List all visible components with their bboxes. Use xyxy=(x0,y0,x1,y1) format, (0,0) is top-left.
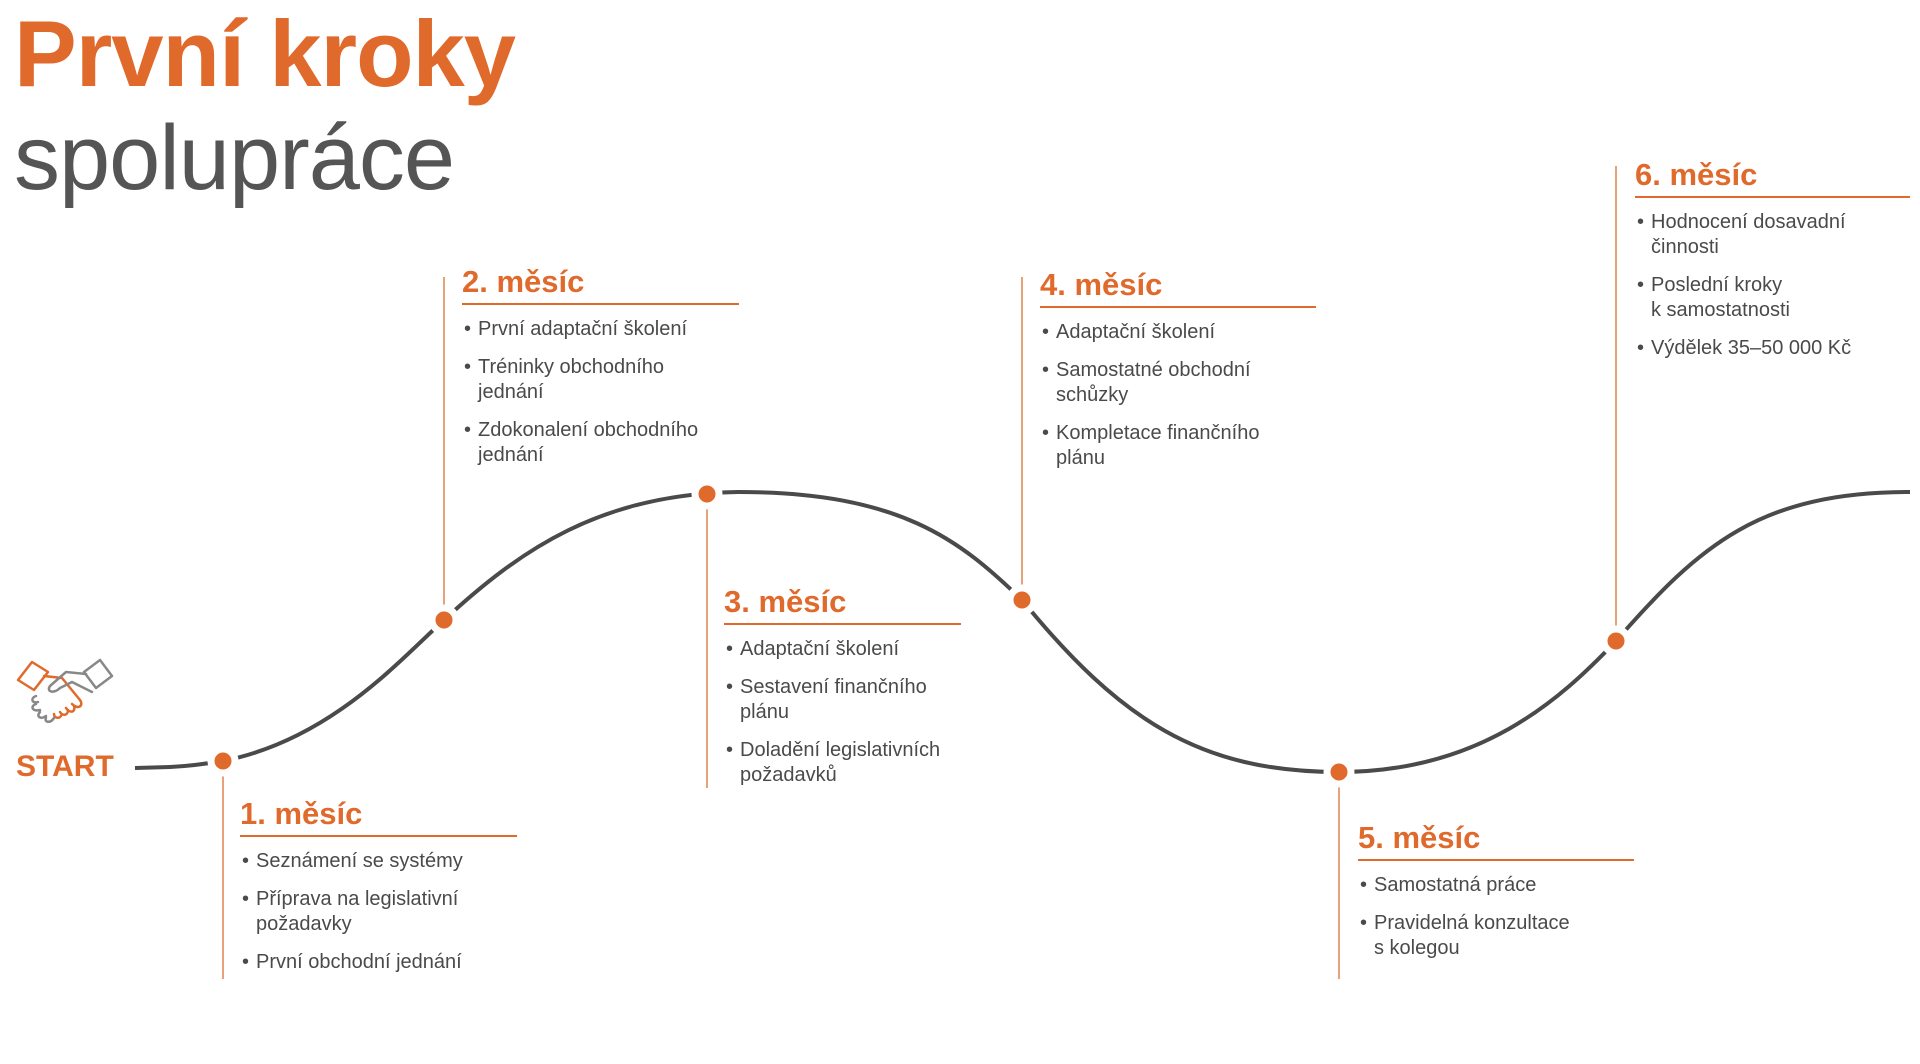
month-4: 4. měsíc Adaptační školení Samostatné ob… xyxy=(1040,266,1316,484)
milestone-dot-1 xyxy=(207,745,239,777)
title-line-2: spolupráce xyxy=(14,107,455,209)
month-item: Seznámení se systémy xyxy=(240,849,517,874)
milestone-dot-6 xyxy=(1600,625,1632,657)
month-item: Adaptační školení xyxy=(1040,320,1316,345)
month-2: 2. měsíc První adaptační školení Trénink… xyxy=(462,263,739,481)
month-heading: 1. měsíc xyxy=(240,795,517,837)
month-heading: 6. měsíc xyxy=(1635,156,1910,198)
title-line-1: První kroky xyxy=(14,1,516,106)
month-item: První obchodní jednání xyxy=(240,950,517,975)
month-item: Hodnocení dosavadní činnosti xyxy=(1635,210,1910,260)
month-heading: 2. měsíc xyxy=(462,263,739,305)
month-5: 5. měsíc Samostatná práce Pravidelná kon… xyxy=(1358,819,1634,974)
month-item: Kompletace finančního plánu xyxy=(1040,421,1316,471)
month-3: 3. měsíc Adaptační školení Sestavení fin… xyxy=(724,583,961,801)
month-item: Samostatná práce xyxy=(1358,873,1634,898)
month-item: Pravidelná konzultace s kolegou xyxy=(1358,911,1634,961)
month-item: Zdokonalení obchodního jednání xyxy=(462,418,739,468)
month-item: První adaptační školení xyxy=(462,317,739,342)
handshake-icon xyxy=(16,658,114,723)
month-item: Sestavení finančního plánu xyxy=(724,675,961,725)
month-item: Doladění legislativních požadavků xyxy=(724,738,961,788)
month-1: 1. měsíc Seznámení se systémy Příprava n… xyxy=(240,795,517,988)
milestone-dot-2 xyxy=(428,604,460,636)
start-label: START xyxy=(16,750,114,783)
month-item: Výdělek 35–50 000 Kč xyxy=(1635,336,1910,361)
month-item: Adaptační školení xyxy=(724,637,961,662)
month-item: Samostatné obchodní schůzky xyxy=(1040,358,1316,408)
month-item: Příprava na legislativní požadavky xyxy=(240,887,517,937)
month-heading: 4. měsíc xyxy=(1040,266,1316,308)
milestone-dot-3 xyxy=(691,478,723,510)
month-heading: 5. měsíc xyxy=(1358,819,1634,861)
month-item: Tréninky obchodního jednání xyxy=(462,355,739,405)
milestone-dot-4 xyxy=(1006,584,1038,616)
month-6: 6. měsíc Hodnocení dosavadní činnosti Po… xyxy=(1635,156,1910,374)
month-heading: 3. měsíc xyxy=(724,583,961,625)
milestone-dot-5 xyxy=(1323,756,1355,788)
month-item: Poslední kroky k samostatnosti xyxy=(1635,273,1910,323)
